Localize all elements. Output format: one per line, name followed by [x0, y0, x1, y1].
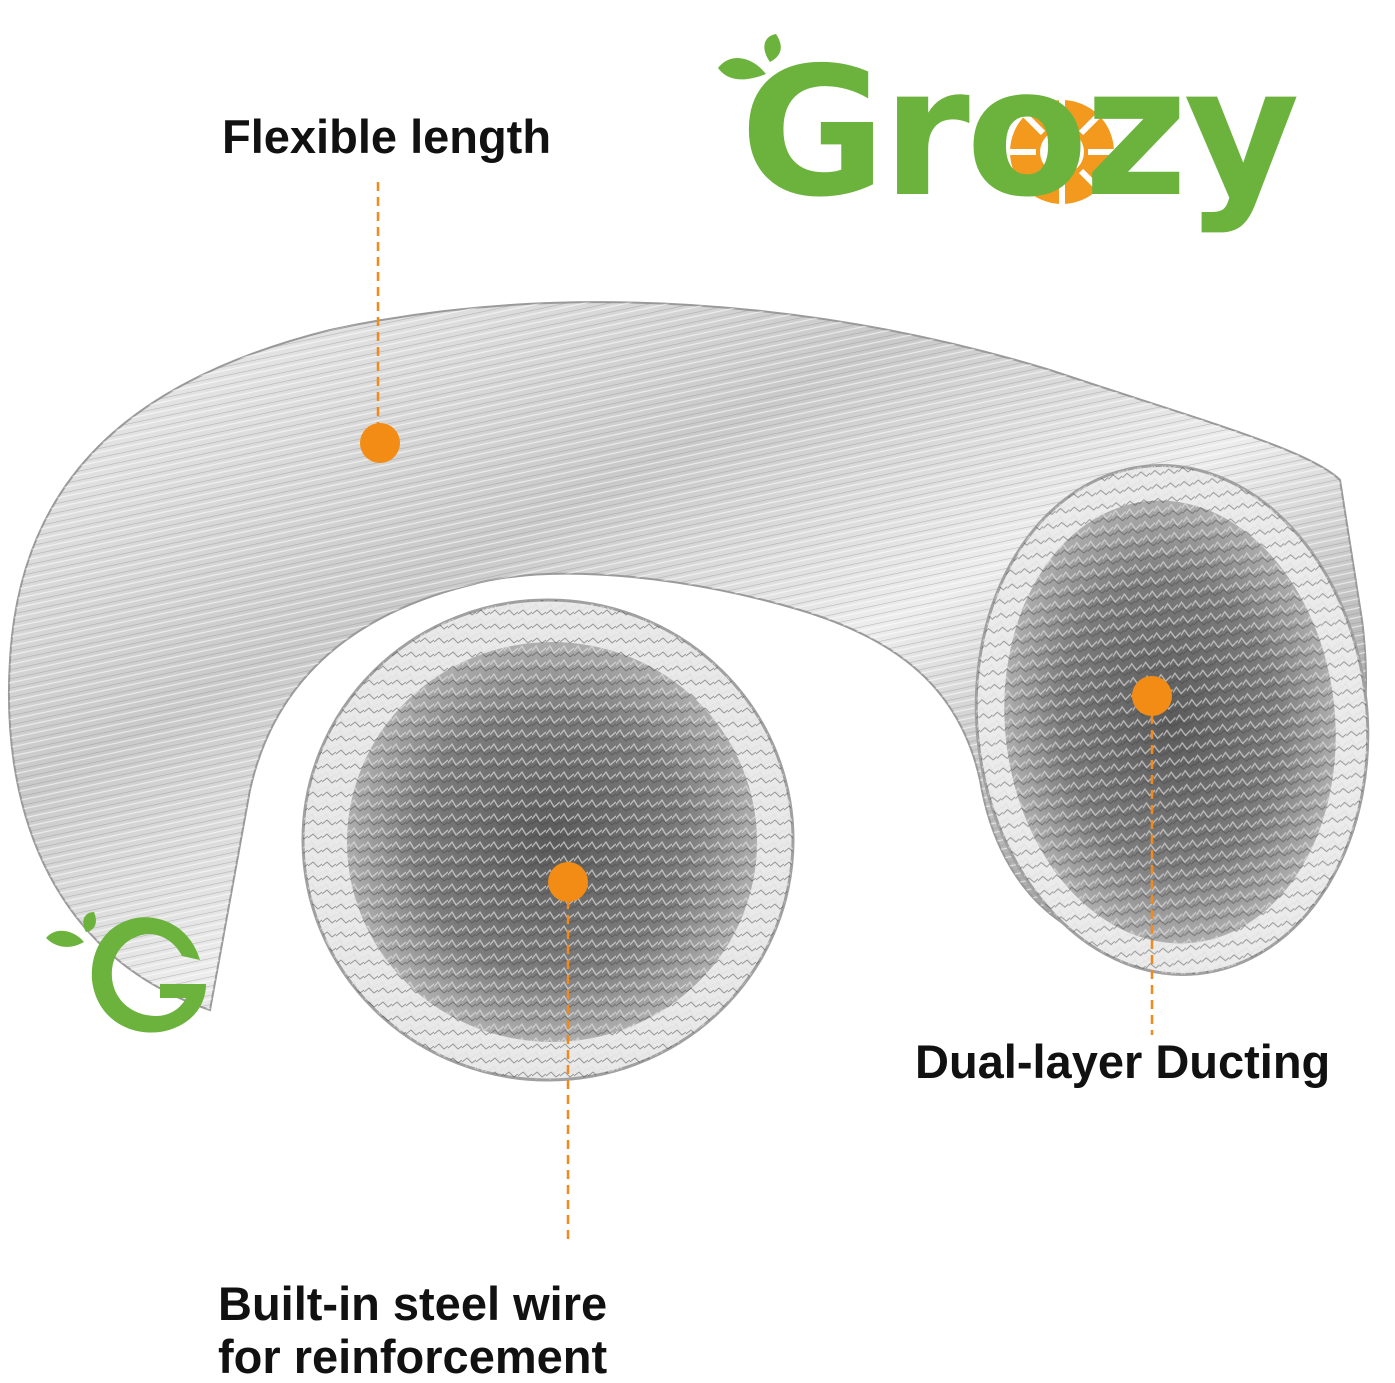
- callout-steel-wire-pointer: [548, 862, 588, 1245]
- callout-steel-wire-line1: Built-in steel wire: [218, 1277, 608, 1330]
- callout-steel-wire-line2: for reinforcement: [218, 1329, 608, 1383]
- duct-opening-left: [301, 598, 795, 1082]
- sun-icon: [1010, 100, 1114, 204]
- duct-opening-right: [974, 464, 1370, 976]
- callout-flexible-length: Flexible length: [222, 110, 552, 163]
- grozy-g-badge-icon: [46, 912, 206, 1033]
- leaf-icon: [718, 34, 781, 80]
- brand-logo: Grozy: [740, 29, 1300, 236]
- callout-dual-layer-pointer: [1132, 676, 1172, 1035]
- callout-flexible-length-pointer: [360, 182, 400, 463]
- callout-steel-wire: Built-in steel wire for reinforcement: [218, 1277, 608, 1383]
- callout-dual-layer-ducting: Dual-layer Ducting: [915, 1035, 1331, 1088]
